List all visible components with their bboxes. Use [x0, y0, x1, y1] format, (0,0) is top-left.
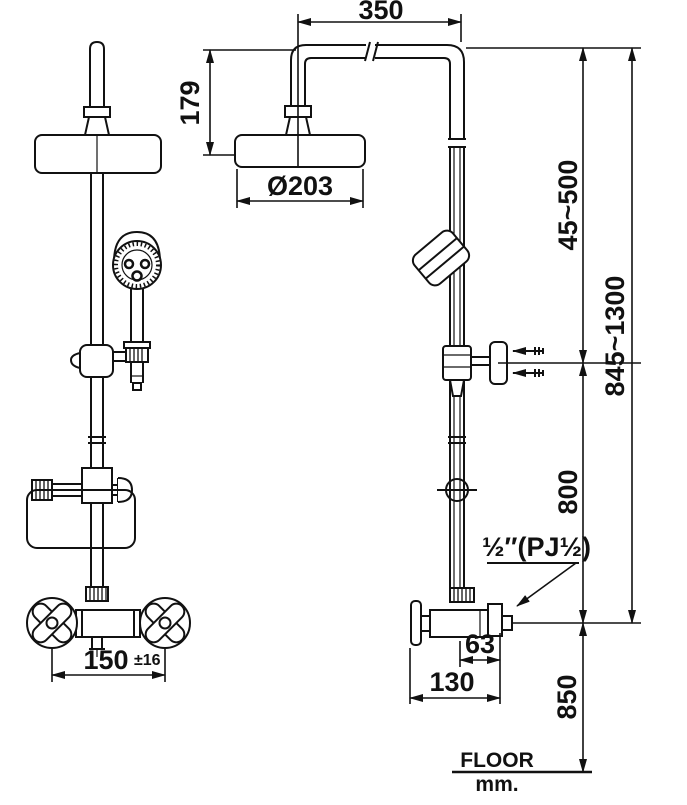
- valve-body-front: [75, 609, 141, 638]
- dim-handle-span-tolerance-label: ±16: [134, 652, 161, 669]
- side-valve-outlet-stub: [501, 615, 513, 631]
- side-valve-hub: [420, 615, 431, 632]
- spray-hole: [123, 258, 135, 270]
- wall-screw-bottom: [512, 369, 544, 377]
- dim-overall-adjust-label: 845~1300: [600, 276, 630, 397]
- unit-label: mm.: [475, 773, 518, 796]
- front-arm-nut: [83, 106, 111, 118]
- spray-hole: [131, 270, 143, 282]
- handle-holder: [125, 347, 149, 363]
- side-shower-head: [234, 134, 366, 168]
- side-valve-handle: [410, 600, 422, 646]
- pipe-break-gap: [366, 42, 375, 61]
- dim-valve-floor-label: 850: [552, 674, 582, 719]
- hand-shower-side: [411, 229, 471, 287]
- dim-top-width-label: 350: [358, 0, 403, 25]
- front-shower-arm: [89, 40, 105, 122]
- hose-nipple: [132, 382, 142, 391]
- rail-joint-gap: [447, 140, 466, 147]
- front-shower-head: [34, 134, 162, 174]
- side-view: [234, 41, 544, 646]
- connection-spec-label: ½″(PJ½): [482, 532, 591, 562]
- handle-hub: [158, 616, 172, 630]
- bracket-lower-tip: [448, 379, 466, 397]
- hand-shower-face-outer: [112, 240, 162, 290]
- hand-shower-side-line: [425, 245, 465, 280]
- soap-dish: [26, 489, 136, 549]
- diverter-tee: [81, 467, 113, 504]
- handle-hub: [45, 616, 59, 630]
- hand-shower-side-line: [417, 237, 458, 272]
- dim-head-drop-label: 179: [175, 80, 205, 125]
- arch-pipe-inner: [304, 57, 451, 139]
- valve-handle-right: [139, 597, 191, 649]
- dim-handle-span-label: 150: [83, 645, 128, 675]
- dim-outlet-offset-label: 63: [465, 629, 495, 659]
- rail-slider: [79, 344, 114, 378]
- wall-screw-top: [512, 347, 544, 355]
- pipe-break-mark: [372, 41, 379, 62]
- front-arm-cone: [83, 116, 111, 136]
- slider-lever: [69, 352, 81, 369]
- connection-leader-arrow: [516, 562, 577, 607]
- front-view: [26, 40, 191, 657]
- arch-pipe-outer: [290, 44, 465, 139]
- dim-bracket-valve-label: 800: [553, 469, 583, 514]
- dim-head-diameter-label: Ø203: [267, 171, 333, 201]
- hand-shower-knurl-ring: [114, 242, 160, 288]
- dimensions: 350 179 Ø203 45~500 845~1300 800 850 63: [51, 0, 641, 796]
- dim-upper-adjust-label: 45~500: [553, 160, 583, 251]
- valve-handle-left: [26, 597, 78, 649]
- hand-shower-side-body: [411, 229, 471, 287]
- pipe-break-mark: [364, 41, 371, 62]
- floor-label: FLOOR: [460, 749, 534, 772]
- wall-bracket-slider: [442, 345, 472, 381]
- hand-shower-front: [112, 230, 162, 391]
- front-valve-nut: [85, 586, 109, 602]
- spray-hole: [139, 258, 151, 270]
- dim-valve-depth-label: 130: [429, 667, 474, 697]
